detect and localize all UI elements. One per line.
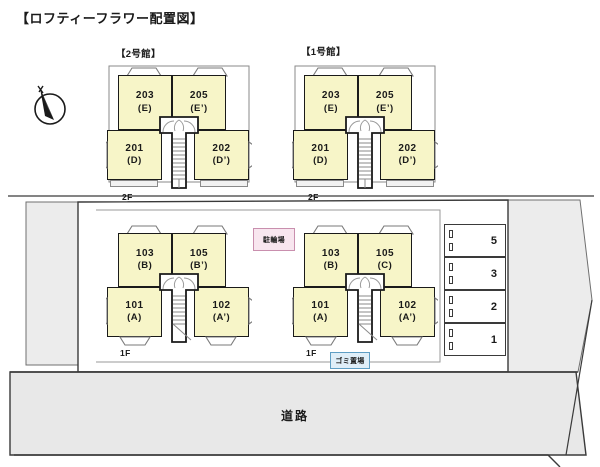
parking-stall-number: 3: [490, 267, 497, 280]
unit-type: (A): [127, 312, 142, 324]
building-2gokan-2f: 203 (E) 205 (E’) 201 (D) 202 (D’): [106, 62, 252, 190]
parking-stall-1[interactable]: 1: [444, 323, 506, 356]
unit-202-D2[interactable]: 202 (D’): [380, 130, 435, 180]
stairwell: [158, 115, 200, 190]
unit-number: 201: [125, 142, 144, 154]
unit-number: 105: [189, 247, 209, 259]
wheel-stop-icon: [449, 263, 453, 271]
balcony: [200, 180, 248, 187]
building-2gokan-1f: 103 (B) 105 (B’) 101 (A) 102 (A’): [106, 222, 252, 346]
unit-number: 101: [311, 299, 330, 311]
unit-103-B[interactable]: 103 (B): [118, 233, 172, 287]
building-1gokan-2f: 203 (E) 205 (E’) 201 (D) 202 (D’): [292, 62, 438, 190]
unit-type: (E): [137, 102, 153, 114]
building-1gokan-1f: 103 (B) 105 (C) 101 (A) 102 (A’): [292, 222, 438, 346]
unit-type: (A): [313, 312, 328, 324]
balcony: [296, 180, 344, 187]
unit-type: (B): [323, 260, 339, 272]
unit-number: 102: [398, 299, 417, 311]
floor-tag-1f-right: 1F: [306, 348, 317, 358]
wheel-stop-icon: [449, 276, 453, 284]
unit-type: (D’): [212, 155, 231, 167]
parking-stall-number: 1: [490, 333, 497, 346]
wheel-stop-icon: [449, 309, 453, 317]
parking-stall-5[interactable]: 5: [444, 224, 506, 257]
wheel-stop-icon: [449, 296, 453, 304]
unit-number: 105: [375, 247, 395, 259]
wheel-stop-icon: [449, 329, 453, 337]
unit-type: (E’): [376, 102, 394, 114]
stairwell: [158, 272, 200, 344]
unit-type: (A’): [398, 312, 417, 324]
unit-201-D[interactable]: 201 (D): [107, 130, 162, 180]
unit-type: (C): [377, 260, 393, 272]
bicycle-parking-label[interactable]: 駐輪場: [253, 228, 295, 251]
wheel-stop-icon: [449, 243, 453, 251]
unit-number: 101: [125, 299, 144, 311]
unit-number: 203: [321, 90, 341, 102]
floor-tag-2f-right: 2F: [308, 192, 319, 202]
unit-103-B[interactable]: 103 (B): [304, 233, 358, 287]
unit-number: 103: [135, 247, 155, 259]
stairwell: [344, 272, 386, 344]
unit-type: (B’): [190, 260, 208, 272]
parking-stall-2[interactable]: 2: [444, 290, 506, 323]
parking-stall-3[interactable]: 3: [444, 257, 506, 290]
unit-type: (D): [313, 155, 328, 167]
unit-number: 201: [311, 142, 330, 154]
parking-stall-number: 5: [490, 234, 497, 247]
parking-stall-number: 2: [490, 300, 497, 313]
unit-type: (B): [137, 260, 153, 272]
unit-number: 102: [212, 299, 231, 311]
unit-201-D[interactable]: 201 (D): [293, 130, 348, 180]
unit-number: 205: [375, 90, 395, 102]
floor-tag-1f-left: 1F: [120, 348, 131, 358]
garbage-area-label[interactable]: ゴミ置場: [330, 352, 370, 369]
balcony: [386, 180, 434, 187]
wheel-stop-icon: [449, 230, 453, 238]
unit-type: (D’): [398, 155, 417, 167]
unit-type: (E): [323, 102, 339, 114]
unit-number: 203: [135, 90, 155, 102]
unit-number: 205: [189, 90, 209, 102]
unit-205-E2[interactable]: 205 (E’): [172, 75, 226, 130]
unit-202-D2[interactable]: 202 (D’): [194, 130, 249, 180]
building-label-2gokan: 【2号館】: [116, 49, 161, 60]
road-label: 道路: [281, 409, 310, 423]
unit-number: 202: [212, 142, 231, 154]
unit-number: 202: [398, 142, 417, 154]
unit-number: 103: [321, 247, 341, 259]
building-label-1gokan: 【1号館】: [301, 47, 346, 58]
unit-type: (D): [127, 155, 142, 167]
floor-tag-2f-left: 2F: [122, 192, 133, 202]
unit-type: (A’): [212, 312, 231, 324]
page-title: 【ロフティーフラワー配置図】: [16, 11, 204, 26]
balcony: [110, 180, 158, 187]
unit-type: (E’): [190, 102, 208, 114]
stairwell: [344, 115, 386, 190]
north-compass-icon: [28, 82, 72, 128]
wheel-stop-icon: [449, 342, 453, 350]
